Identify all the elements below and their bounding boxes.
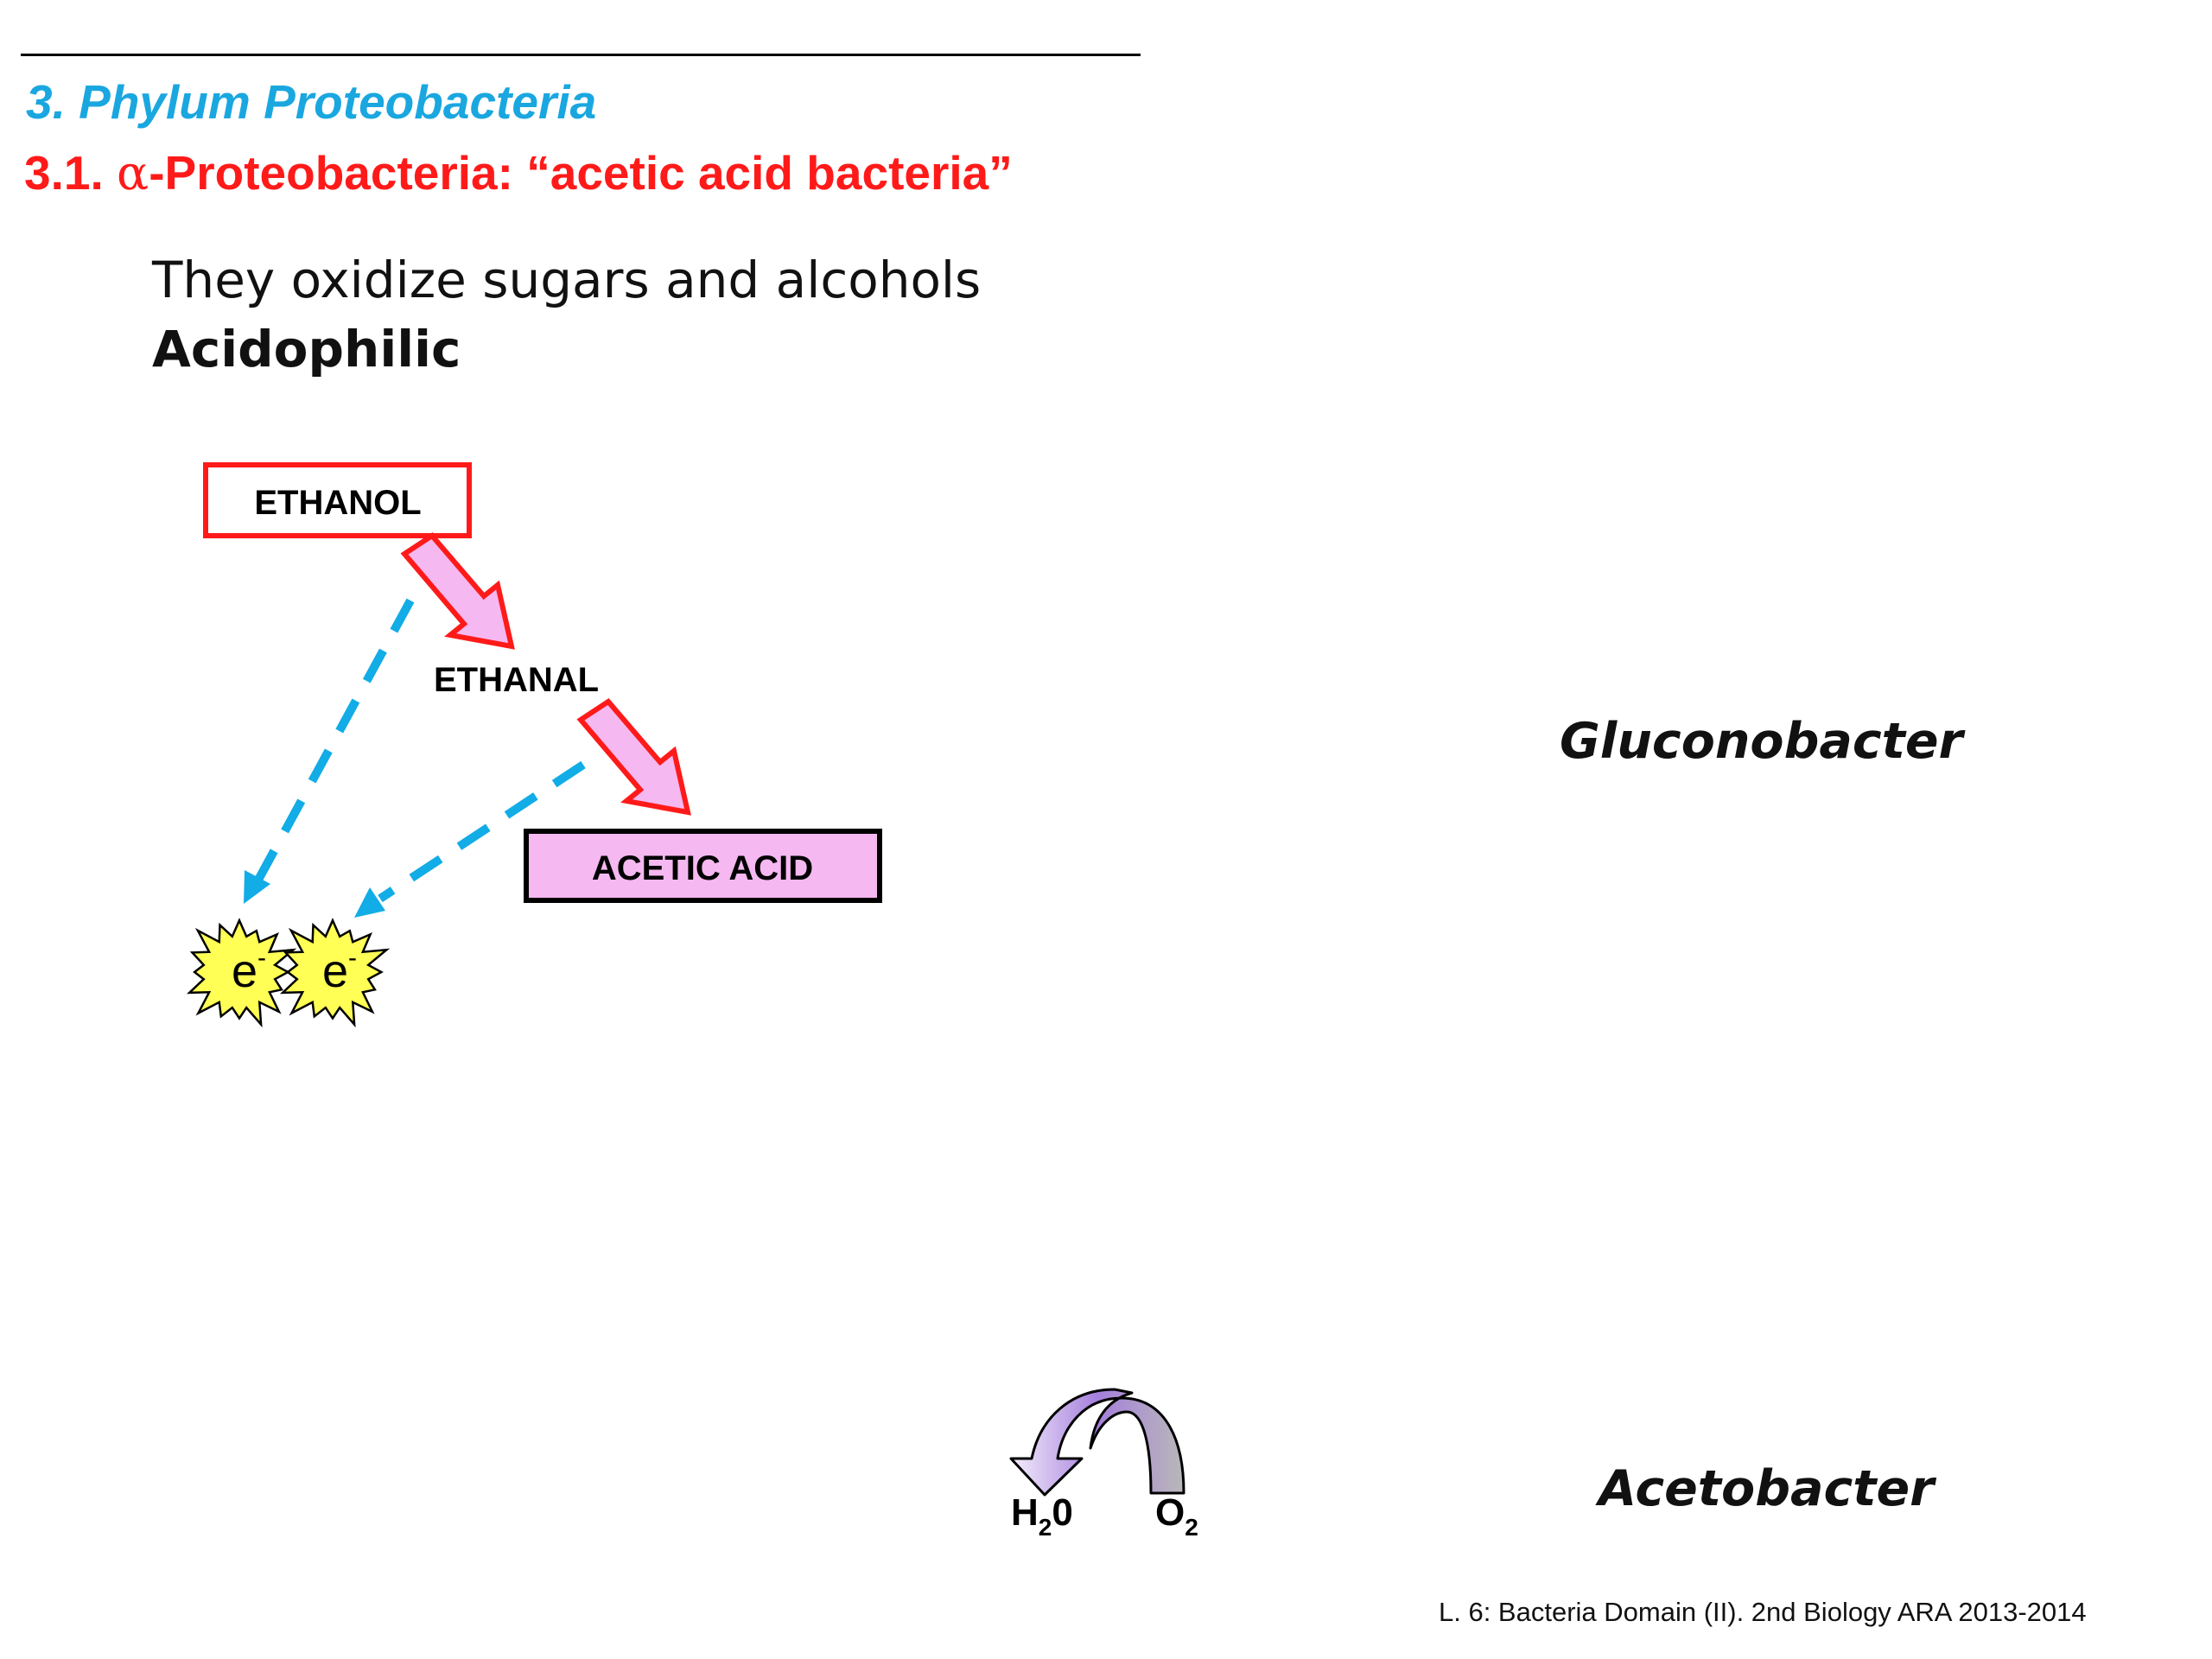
oxygen-label: O2 (1155, 1491, 1198, 1541)
genus-gluconobacter: Gluconobacter (1560, 713, 1963, 770)
oxidize-statement: They oxidize sugars and alcohols (152, 251, 982, 309)
ethanal-label: ETHANAL (434, 661, 599, 699)
subsection-number: 3.1. (24, 146, 118, 200)
electron-label-1: e- (232, 944, 266, 997)
dashed-arrow-ethanol (253, 598, 415, 884)
subsection-title: 3.1. α-Proteobacteria: “acetic acid bact… (24, 145, 1013, 200)
electron-label-2: e- (322, 944, 357, 997)
section-title: 3. Phylum Proteobacteria (26, 75, 597, 129)
acidophilic-statement: Acidophilic (152, 320, 461, 378)
cycle-arrow-body (1009, 1388, 1185, 1497)
dashed-arrowhead-ethanol (244, 870, 270, 904)
electron-burst-2 (279, 918, 391, 1028)
acetic-acid-label: ACETIC ACID (592, 849, 813, 887)
genus-acetobacter: Acetobacter (1599, 1460, 1935, 1517)
water-label: H20 (1011, 1491, 1073, 1541)
conversion-arrow-2 (576, 698, 691, 816)
electron-burst-1 (186, 918, 297, 1028)
subsection-text: -Proteobacteria: “acetic acid bacteria” (149, 146, 1013, 200)
electron-transfer-arrows (244, 598, 586, 918)
footer-note: L. 6: Bacteria Domain (II). 2nd Biology … (1439, 1597, 2087, 1627)
conversion-arrow-1 (400, 532, 515, 650)
dashed-arrowhead-ethanal (354, 887, 385, 918)
top-rule (21, 54, 1141, 56)
electron-pair: e- e- (186, 918, 391, 1028)
dashed-arrow-ethanal (378, 760, 586, 903)
ethanol-box (203, 462, 472, 538)
greek-alpha: α (117, 145, 149, 200)
acetic-acid-box (524, 829, 882, 903)
ethanol-label: ETHANOL (254, 484, 421, 522)
